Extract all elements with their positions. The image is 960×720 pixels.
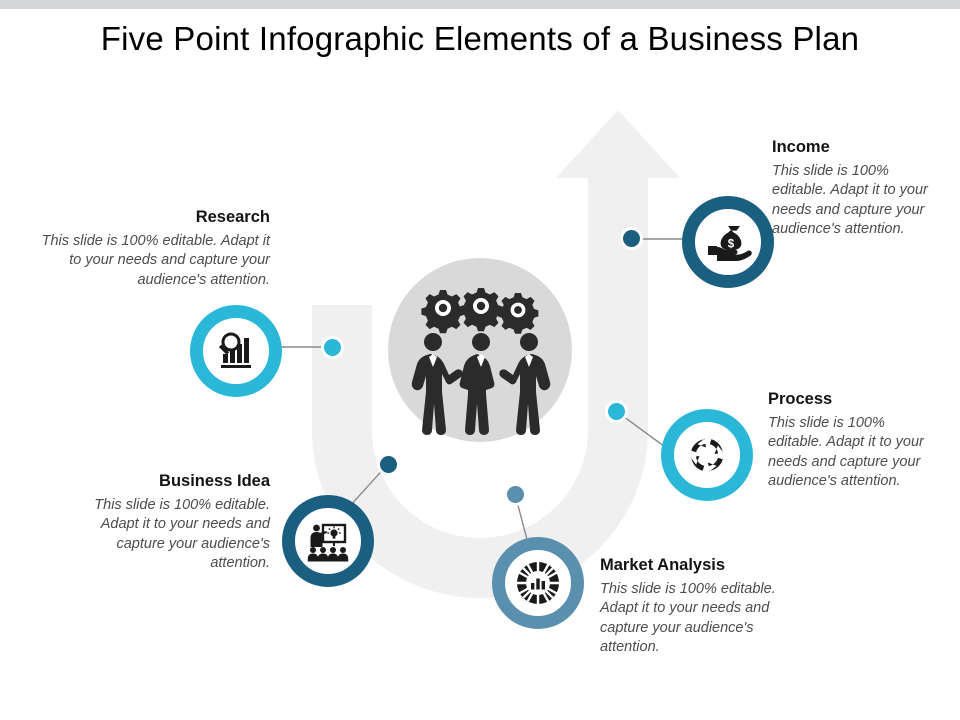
presentation-lightbulb-audience-icon [307,523,349,562]
hand-holding-money-bag-icon: $ [708,226,752,261]
text-block-process: Process This slide is 100% editable. Ada… [768,390,943,491]
body-business-idea: This slide is 100% editable. Adapt it to… [94,497,270,571]
page-title: Five Point Infographic Elements of a Bus… [100,20,860,57]
heading-market-analysis: Market Analysis [600,556,726,574]
connector-dot-research[interactable] [324,339,341,356]
text-block-business-idea: Business Idea This slide is 100% editabl… [55,472,270,573]
connector-dot-business-idea[interactable] [380,456,397,473]
icon-ring-research[interactable] [190,305,282,397]
connector-dot-process[interactable] [608,403,625,420]
text-block-market-analysis: Market Analysis This slide is 100% edita… [600,556,795,657]
body-market-analysis: This slide is 100% editable. Adapt it to… [600,581,776,655]
icon-ring-business-idea[interactable] [282,495,374,587]
circular-arrows-recycle-icon [690,438,724,472]
heading-research: Research [195,208,270,226]
icon-ring-market-analysis[interactable] [492,537,584,629]
svg-text:$: $ [728,239,735,251]
connector-dot-market-analysis[interactable] [507,486,524,503]
icon-ring-income[interactable]: $ [682,196,774,288]
connector-dot-income[interactable] [623,230,640,247]
text-block-research: Research This slide is 100% editable. Ad… [40,208,270,290]
text-block-income: Income This slide is 100% editable. Adap… [772,138,942,239]
heading-income: Income [772,138,830,156]
segmented-donut-bar-chart-icon [517,562,559,604]
magnifier-bar-chart-icon [218,332,251,368]
heading-process: Process [768,390,833,408]
top-divider-strip [0,0,960,9]
heading-business-idea: Business Idea [159,472,270,490]
body-research: This slide is 100% editable. Adapt it to… [41,233,270,288]
icon-ring-process[interactable] [661,409,753,501]
body-process: This slide is 100% editable. Adapt it to… [768,415,924,489]
body-income: This slide is 100% editable. Adapt it to… [772,163,928,237]
